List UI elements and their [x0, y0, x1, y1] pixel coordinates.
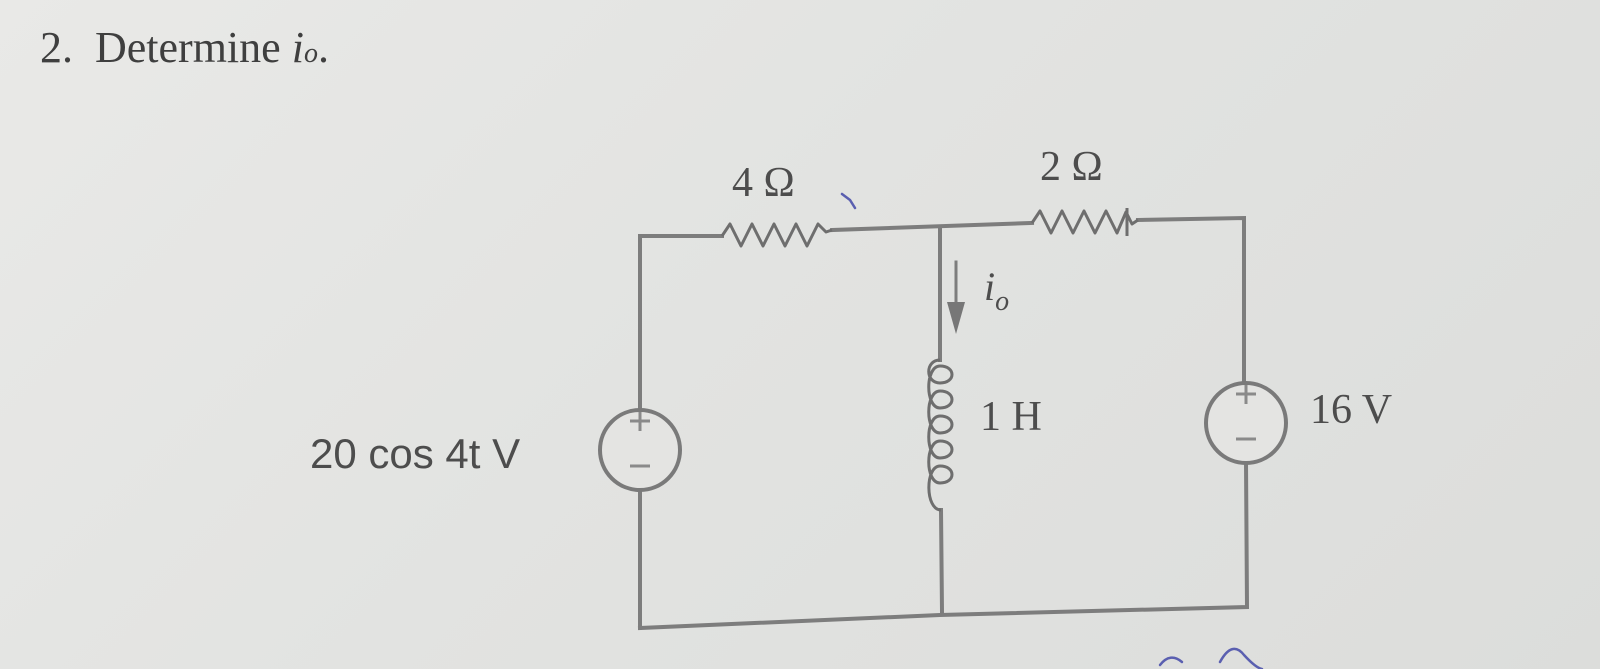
- wire-left-top: [638, 234, 724, 412]
- inductor-coil: [927, 358, 954, 512]
- problem-variable: i: [291, 23, 304, 72]
- wire-right-top: [1135, 215, 1246, 385]
- circuit-wires: [637, 215, 1250, 631]
- pen-mark: [1218, 647, 1264, 669]
- resistor-2-ohm: [1030, 209, 1139, 235]
- right-resistor-label: 2 Ω: [1040, 144, 1103, 190]
- right-source-label: 16 V: [1310, 387, 1392, 433]
- pen-mark: [1158, 656, 1184, 667]
- inductor-label: 1 H: [980, 394, 1042, 440]
- problem-period: .: [317, 23, 329, 72]
- current-arrow: [947, 260, 965, 334]
- resistor-4-ohm: [720, 222, 833, 248]
- wire-middle-top: [829, 220, 1035, 233]
- current-label: io: [984, 264, 1009, 317]
- wire-bottom: [637, 459, 1250, 631]
- problem-text: Determine: [95, 23, 281, 72]
- problem-subscript: o: [303, 38, 318, 69]
- problem-number: 2.: [40, 23, 73, 72]
- left-resistor-label: 4 Ω: [732, 160, 795, 206]
- left-source-label: 20 cos 4t V: [310, 430, 520, 477]
- wire-inductor-bottom: [938, 507, 945, 615]
- ac-voltage-source: [598, 408, 682, 492]
- pen-mark: [840, 192, 857, 210]
- dc-voltage-source: [1204, 381, 1288, 465]
- problem-statement: 2. Determine io.: [40, 22, 329, 73]
